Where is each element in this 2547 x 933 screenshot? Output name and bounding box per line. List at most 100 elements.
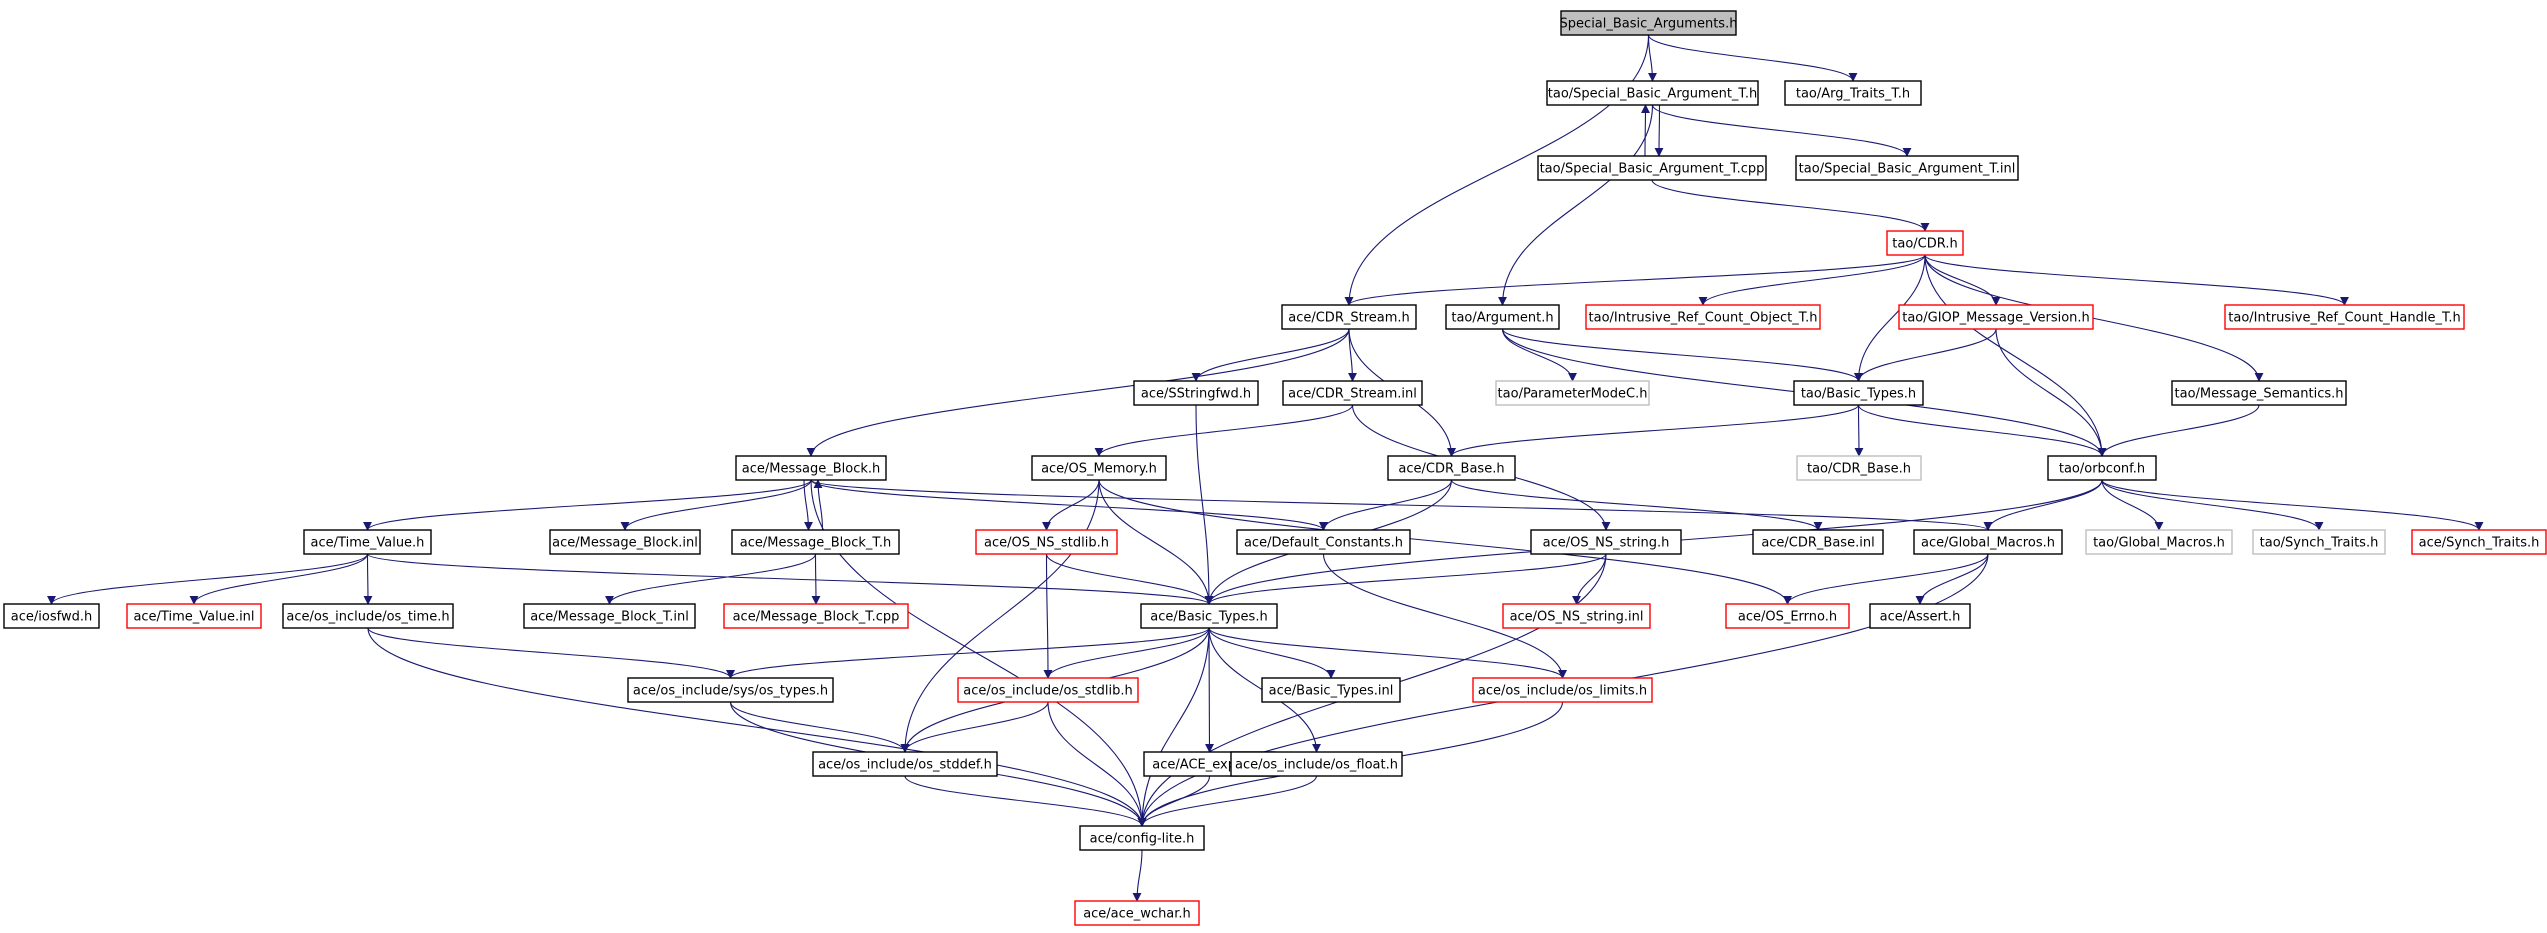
node-tao_intrusive_ref_count_object_t_h[interactable]: tao/Intrusive_Ref_Count_Object_T.h (1585, 304, 1821, 330)
node-label: ace/Global_Macros.h (1921, 536, 2055, 551)
node-label: tao/Basic_Types.h (1801, 387, 1916, 402)
node-ace_iosfwd_h[interactable]: ace/iosfwd.h (3, 603, 100, 629)
node-box (627, 677, 834, 703)
node-box (957, 677, 1139, 703)
node-ace_os_memory_h[interactable]: ace/OS_Memory.h (1031, 455, 1167, 481)
node-label: ace/Synch_Traits.h (2419, 536, 2540, 551)
node-tao_argument_h[interactable]: tao/Argument.h (1445, 304, 1560, 330)
edge-tao_giop_message_version_h-to-tao_basic_types_h (1854, 328, 1997, 382)
node-ace_cdr_stream_inl[interactable]: ace/CDR_Stream.inl (1282, 380, 1423, 406)
node-label: tao/Special_Basic_Argument_T.cpp (1540, 162, 1765, 177)
node-tao_special_basic_argument_t_cpp[interactable]: tao/Special_Basic_Argument_T.cpp (1537, 155, 1767, 181)
node-box (2085, 529, 2233, 555)
node-tao_orbconf_h[interactable]: tao/orbconf.h (2047, 455, 2157, 481)
node-ace_os_ns_string_inl[interactable]: ace/OS_NS_string.inl (1502, 603, 1651, 629)
node-ace_os_include_os_stdlib_h[interactable]: ace/os_include/os_stdlib.h (957, 677, 1139, 703)
edge-tao_orbconf_h-to-ace_synch_traits_h (2101, 479, 2484, 531)
node-label: tao/CDR.h (1892, 237, 1957, 252)
node-label: tao/Synch_Traits.h (2260, 536, 2379, 551)
node-ace_time_value_h[interactable]: ace/Time_Value.h (303, 529, 432, 555)
node-special_basic_arguments_h[interactable]: Special_Basic_Arguments.h (1560, 10, 1738, 36)
node-tao_parametermodec_h[interactable]: tao/ParameterModeC.h (1495, 380, 1650, 406)
node-ace_message_block_t_inl[interactable]: ace/Message_Block_T.inl (523, 603, 696, 629)
node-box (731, 529, 900, 555)
node-label: tao/Intrusive_Ref_Count_Handle_T.h (2228, 311, 2460, 326)
node-ace_message_block_t_h[interactable]: ace/Message_Block_T.h (731, 529, 900, 555)
edge-tao_basic_types_h-to-tao_orbconf_h (1857, 404, 2107, 457)
node-tao_giop_message_version_h[interactable]: tao/GIOP_Message_Version.h (1898, 304, 2094, 330)
node-label: ace/CDR_Base.h (1398, 462, 1504, 477)
node-ace_basic_types_h[interactable]: ace/Basic_Types.h (1140, 603, 1278, 629)
node-ace_ace_wchar_h[interactable]: ace/ace_wchar.h (1074, 900, 1200, 926)
node-tao_global_macros_h[interactable]: tao/Global_Macros.h (2085, 529, 2233, 555)
edge-tao_orbconf_h-to-tao_synch_traits_h (2101, 479, 2324, 531)
node-box (1445, 304, 1560, 330)
node-box (1387, 455, 1516, 481)
node-ace_global_macros_h[interactable]: ace/Global_Macros.h (1913, 529, 2063, 555)
node-ace_os_include_os_limits_h[interactable]: ace/os_include/os_limits.h (1472, 677, 1653, 703)
node-ace_basic_types_inl[interactable]: ace/Basic_Types.inl (1261, 677, 1401, 703)
node-box (1133, 380, 1259, 406)
node-ace_os_ns_string_h[interactable]: ace/OS_NS_string.h (1530, 529, 1682, 555)
node-tao_cdr_h[interactable]: tao/CDR.h (1886, 230, 1964, 256)
edge-ace_time_value_h-to-ace_basic_types_h (366, 553, 1214, 605)
node-ace_os_include_sys_os_types_h[interactable]: ace/os_include/sys/os_types.h (627, 677, 834, 703)
edge-ace_cdr_stream_inl-to-ace_os_memory_h (1094, 404, 1354, 457)
node-ace_sstringfwd_h[interactable]: ace/SStringfwd.h (1133, 380, 1259, 406)
node-ace_message_block_t_cpp[interactable]: ace/Message_Block_T.cpp (723, 603, 909, 629)
edge-tao_orbconf_h-to-ace_global_macros_h (1983, 479, 2103, 531)
edge-ace_os_include_os_float_h-to-ace_config_lite_h (1137, 775, 1318, 827)
node-ace_cdr_stream_h[interactable]: ace/CDR_Stream.h (1281, 304, 1417, 330)
node-box (1784, 80, 1922, 106)
node-box (1796, 455, 1922, 481)
node-ace_os_include_os_time_h[interactable]: ace/os_include/os_time.h (282, 603, 454, 629)
node-ace_os_include_os_float_h[interactable]: ace/os_include/os_float.h (1230, 751, 1403, 777)
node-ace_default_constants_h[interactable]: ace/Default_Constants.h (1236, 529, 1411, 555)
node-label: ace/OS_NS_string.inl (1510, 610, 1644, 625)
node-box (1898, 304, 2094, 330)
node-ace_config_lite_h[interactable]: ace/config-lite.h (1079, 825, 1205, 851)
nodes-layer: Special_Basic_Arguments.h tao/Special_Bas… (3, 10, 2547, 926)
node-tao_cdr_base_h[interactable]: tao/CDR_Base.h (1796, 455, 1922, 481)
edge-ace_message_block_h-to-ace_time_value_h (363, 479, 812, 531)
node-ace_os_include_os_stddef_h[interactable]: ace/os_include/os_stddef.h (812, 751, 998, 777)
node-box (1795, 155, 2019, 181)
node-label: ace/Assert.h (1880, 610, 1961, 625)
node-box (303, 529, 432, 555)
edge-ace_os_ns_stdlib_h-to-ace_os_include_os_stdlib_h (1043, 553, 1053, 679)
node-box (1282, 380, 1423, 406)
node-label: tao/Special_Basic_Argument_T.inl (1799, 162, 2016, 177)
node-ace_cdr_base_inl[interactable]: ace/CDR_Base.inl (1752, 529, 1884, 555)
node-ace_message_block_h[interactable]: ace/Message_Block.h (735, 455, 887, 481)
edge-tao_special_basic_argument_t_cpp-to-tao_special_basic_argument_t_h (1640, 104, 1650, 157)
node-box (1261, 677, 1401, 703)
node-tao_intrusive_ref_count_handle_t_h[interactable]: tao/Intrusive_Ref_Count_Handle_T.h (2224, 304, 2465, 330)
node-tao_arg_traits_t_h[interactable]: tao/Arg_Traits_T.h (1784, 80, 1922, 106)
node-ace_os_ns_stdlib_h[interactable]: ace/OS_NS_stdlib.h (975, 529, 1118, 555)
edge-ace_message_block_t_h-to-ace_message_block_h (813, 479, 824, 531)
node-box (1546, 80, 1759, 106)
node-label: ace/OS_Memory.h (1041, 462, 1157, 477)
node-label: tao/Intrusive_Ref_Count_Object_T.h (1589, 311, 1818, 326)
node-tao_special_basic_argument_t_inl[interactable]: tao/Special_Basic_Argument_T.inl (1795, 155, 2019, 181)
node-ace_os_errno_h[interactable]: ace/OS_Errno.h (1725, 603, 1850, 629)
edge-special_basic_arguments_h-to-tao_special_basic_argument_t_h (1647, 34, 1657, 82)
node-tao_message_semantics_h[interactable]: tao/Message_Semantics.h (2171, 380, 2347, 406)
node-box (1530, 529, 1682, 555)
node-label: ace/ace_wchar.h (1083, 907, 1191, 922)
node-ace_time_value_inl[interactable]: ace/Time_Value.inl (126, 603, 262, 629)
node-label: tao/ParameterModeC.h (1498, 387, 1648, 402)
node-tao_basic_types_h[interactable]: tao/Basic_Types.h (1793, 380, 1924, 406)
node-box (3, 603, 100, 629)
node-ace_message_block_inl[interactable]: ace/Message_Block.inl (549, 529, 701, 555)
edge-ace_time_value_h-to-ace_iosfwd_h (47, 553, 369, 605)
node-label: ace/os_include/os_time.h (286, 610, 449, 625)
edge-tao_special_basic_argument_t_h-to-tao_special_basic_argument_t_inl (1651, 104, 1912, 157)
node-ace_synch_traits_h[interactable]: ace/Synch_Traits.h (2411, 529, 2547, 555)
node-tao_synch_traits_h[interactable]: tao/Synch_Traits.h (2252, 529, 2386, 555)
node-ace_cdr_base_h[interactable]: ace/CDR_Base.h (1387, 455, 1516, 481)
node-tao_special_basic_argument_t_h[interactable]: tao/Special_Basic_Argument_T.h (1546, 80, 1759, 106)
node-box (1079, 825, 1205, 851)
node-ace_assert_h[interactable]: ace/Assert.h (1869, 603, 1971, 629)
edge-tao_special_basic_argument_t_cpp-to-tao_cdr_h (1651, 179, 1930, 232)
